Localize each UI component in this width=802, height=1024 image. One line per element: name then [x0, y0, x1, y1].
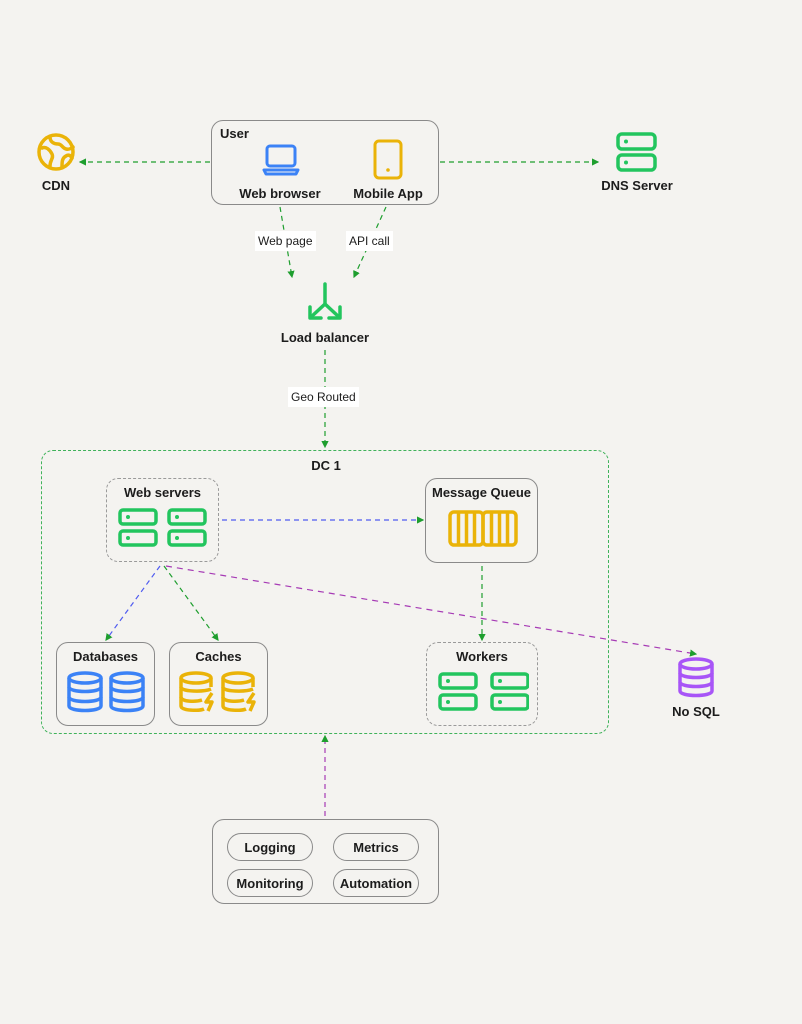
- web-servers-title: Web servers: [123, 485, 202, 500]
- dns-label: DNS Server: [601, 178, 673, 193]
- edge-label-geo-routed: Geo Routed: [288, 387, 359, 407]
- metrics-pill[interactable]: Metrics: [333, 833, 419, 861]
- workers-group[interactable]: Workers: [426, 642, 538, 726]
- caches-group[interactable]: Caches: [169, 642, 268, 726]
- split-arrow-icon: [308, 282, 342, 320]
- load-balancer-label: Load balancer: [280, 330, 370, 345]
- dc-group[interactable]: DC 1: [41, 450, 609, 734]
- phone-icon: [373, 139, 403, 180]
- nosql-node[interactable]: No SQL: [666, 656, 726, 722]
- queue-icon: [448, 510, 518, 547]
- logging-pill[interactable]: Logging: [227, 833, 313, 861]
- message-queue-title: Message Queue: [432, 485, 531, 500]
- user-title: User: [220, 126, 249, 141]
- web-servers-group[interactable]: Web servers: [106, 478, 219, 562]
- dns-node[interactable]: DNS Server: [596, 130, 676, 200]
- server-rack-icon: [118, 508, 207, 547]
- nosql-label: No SQL: [672, 704, 720, 719]
- cdn-label: CDN: [41, 178, 71, 193]
- edge-label-api-call: API call: [346, 231, 393, 251]
- cdn-node[interactable]: CDN: [30, 130, 82, 200]
- caches-title: Caches: [195, 649, 242, 664]
- user-group[interactable]: User Web browser Mobile App: [211, 120, 439, 205]
- edge-webservers-nosql: [165, 565, 698, 657]
- globe-icon: [37, 133, 75, 171]
- edge-webservers-db: [105, 565, 161, 641]
- databases-title: Databases: [72, 649, 139, 664]
- laptop-icon: [262, 144, 300, 176]
- monitoring-pill[interactable]: Monitoring: [227, 869, 313, 897]
- database-icon: [678, 657, 714, 698]
- server-icon: [616, 132, 657, 172]
- load-balancer-node[interactable]: Load balancer: [275, 282, 375, 348]
- automation-pill[interactable]: Automation: [333, 869, 419, 897]
- message-queue-group[interactable]: Message Queue: [425, 478, 538, 563]
- edge-webservers-caches: [163, 565, 219, 641]
- ops-group[interactable]: Logging Metrics Monitoring Automation: [212, 819, 439, 904]
- databases-group[interactable]: Databases: [56, 642, 155, 726]
- edge-label-web-page: Web page: [255, 231, 316, 251]
- mobile-app-label: Mobile App: [353, 186, 423, 201]
- database-icon: [67, 671, 145, 713]
- dc-title: DC 1: [311, 458, 341, 473]
- web-browser-label: Web browser: [239, 186, 321, 201]
- edge-web-page: [279, 206, 295, 279]
- server-rack-icon: [438, 672, 529, 711]
- workers-title: Workers: [456, 649, 508, 664]
- cache-icon: [179, 671, 256, 712]
